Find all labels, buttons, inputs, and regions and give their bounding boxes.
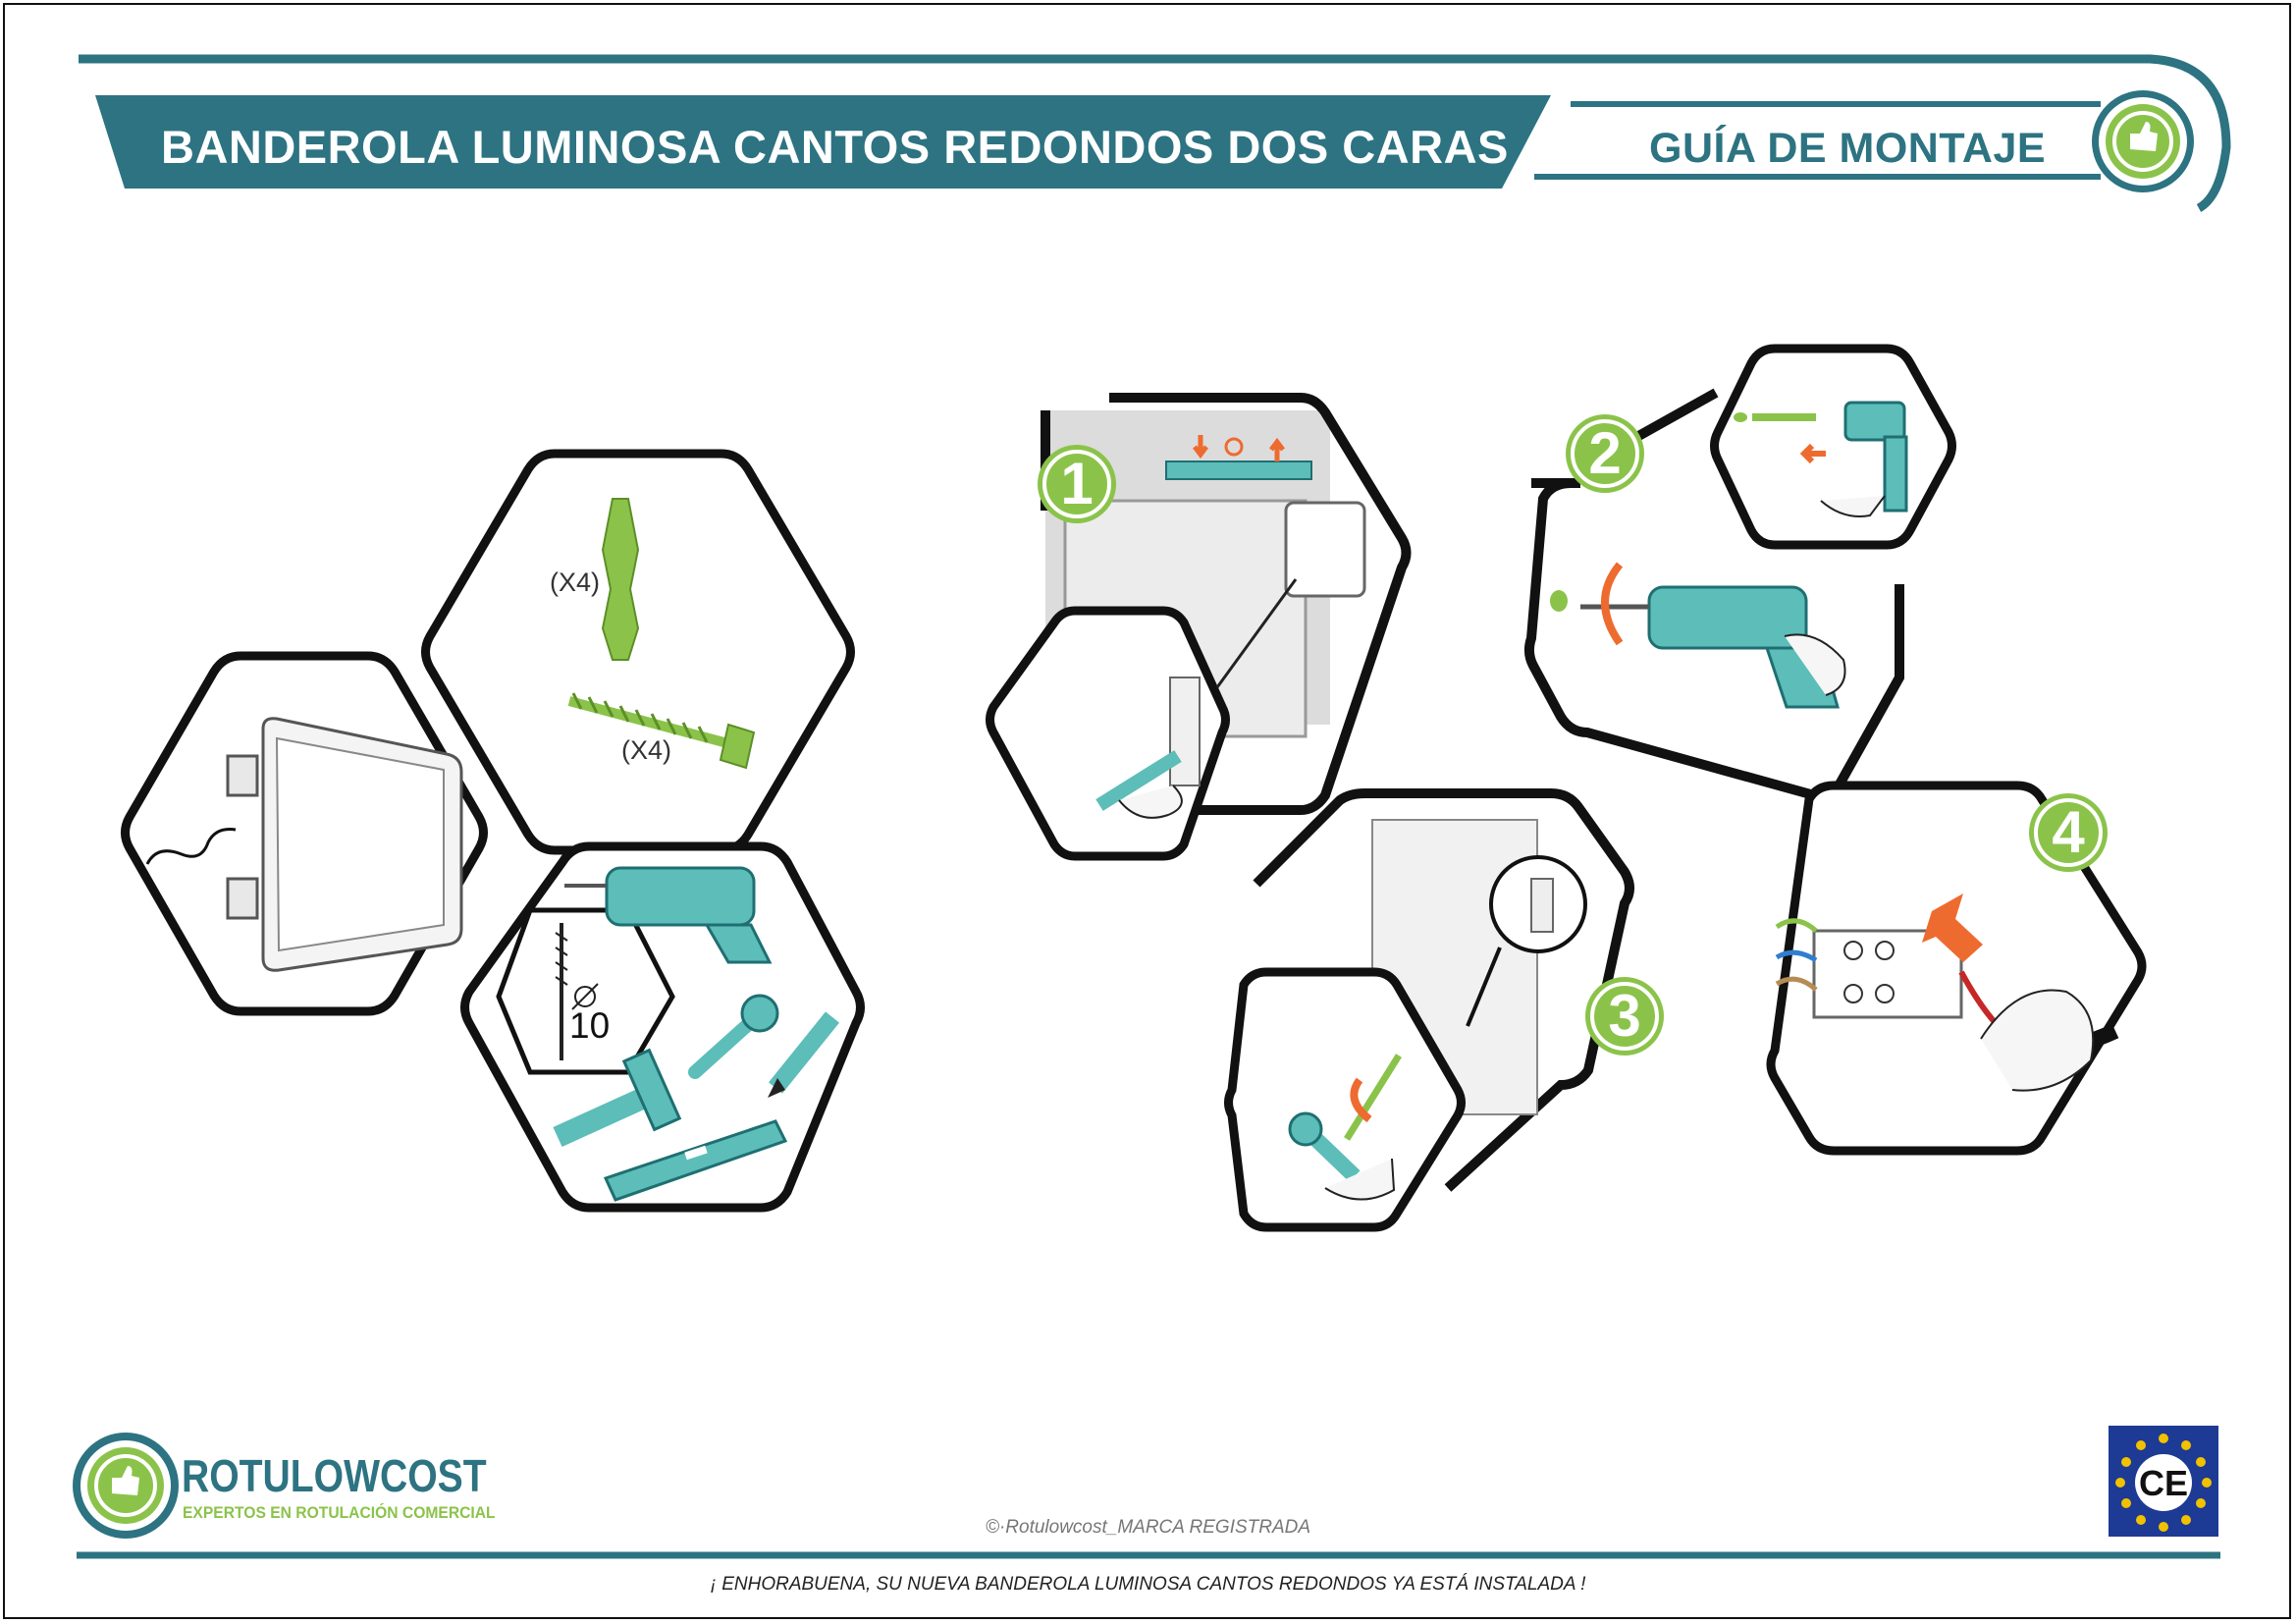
step-2-panel	[1523, 344, 1956, 801]
page-border	[3, 3, 2291, 1619]
plugs-quantity: (X4)	[550, 568, 601, 597]
wrench-icon	[688, 994, 779, 1079]
drill-bit-diameter: 10	[569, 1005, 611, 1046]
hammer-icon	[553, 1048, 682, 1148]
brand-name: ROTULOWCOST	[182, 1450, 487, 1501]
spirit-level-icon	[603, 1119, 788, 1202]
drill-icon	[564, 866, 773, 964]
step-2-number: 2	[1588, 420, 1622, 486]
step-3-panel	[1224, 788, 1664, 1232]
step-4-number: 4	[2052, 799, 2085, 865]
ce-mark-icon: CE	[2109, 1426, 2218, 1537]
header-banner	[79, 54, 2231, 212]
drill-bit-icon	[555, 923, 599, 1060]
lightbox-hexagon	[121, 651, 488, 1016]
brand-logo-icon	[73, 1433, 179, 1539]
ce-mark-text: CE	[2139, 1463, 2188, 1503]
copyright-notice: ©·Rotulowcost_MARCA REGISTRADA	[985, 1517, 1311, 1538]
guide-label: GUÍA DE MONTAJE	[1649, 125, 2047, 172]
step-4-panel	[1766, 781, 2147, 1156]
tools-hexagon	[460, 841, 865, 1213]
header-badge-icon	[2092, 90, 2194, 192]
footer-message: ¡ ENHORABUENA, SU NUEVA BANDEROLA LUMINO…	[710, 1574, 1586, 1595]
screw-icon	[567, 692, 756, 770]
step-1-panel	[986, 393, 1412, 861]
lightbox-icon	[145, 717, 463, 972]
page-title: BANDEROLA LUMINOSA CANTOS REDONDOS DOS C…	[161, 121, 1509, 173]
step-1-number: 1	[1060, 451, 1094, 516]
pencil-icon	[768, 1011, 840, 1098]
fixings-hexagon	[421, 449, 855, 855]
brand-tagline: EXPERTOS EN ROTULACIÓN COMERCIAL	[183, 1503, 496, 1522]
screws-quantity: (X4)	[621, 735, 672, 765]
wall-plug-icon	[601, 498, 640, 661]
step-3-number: 3	[1608, 983, 1641, 1049]
